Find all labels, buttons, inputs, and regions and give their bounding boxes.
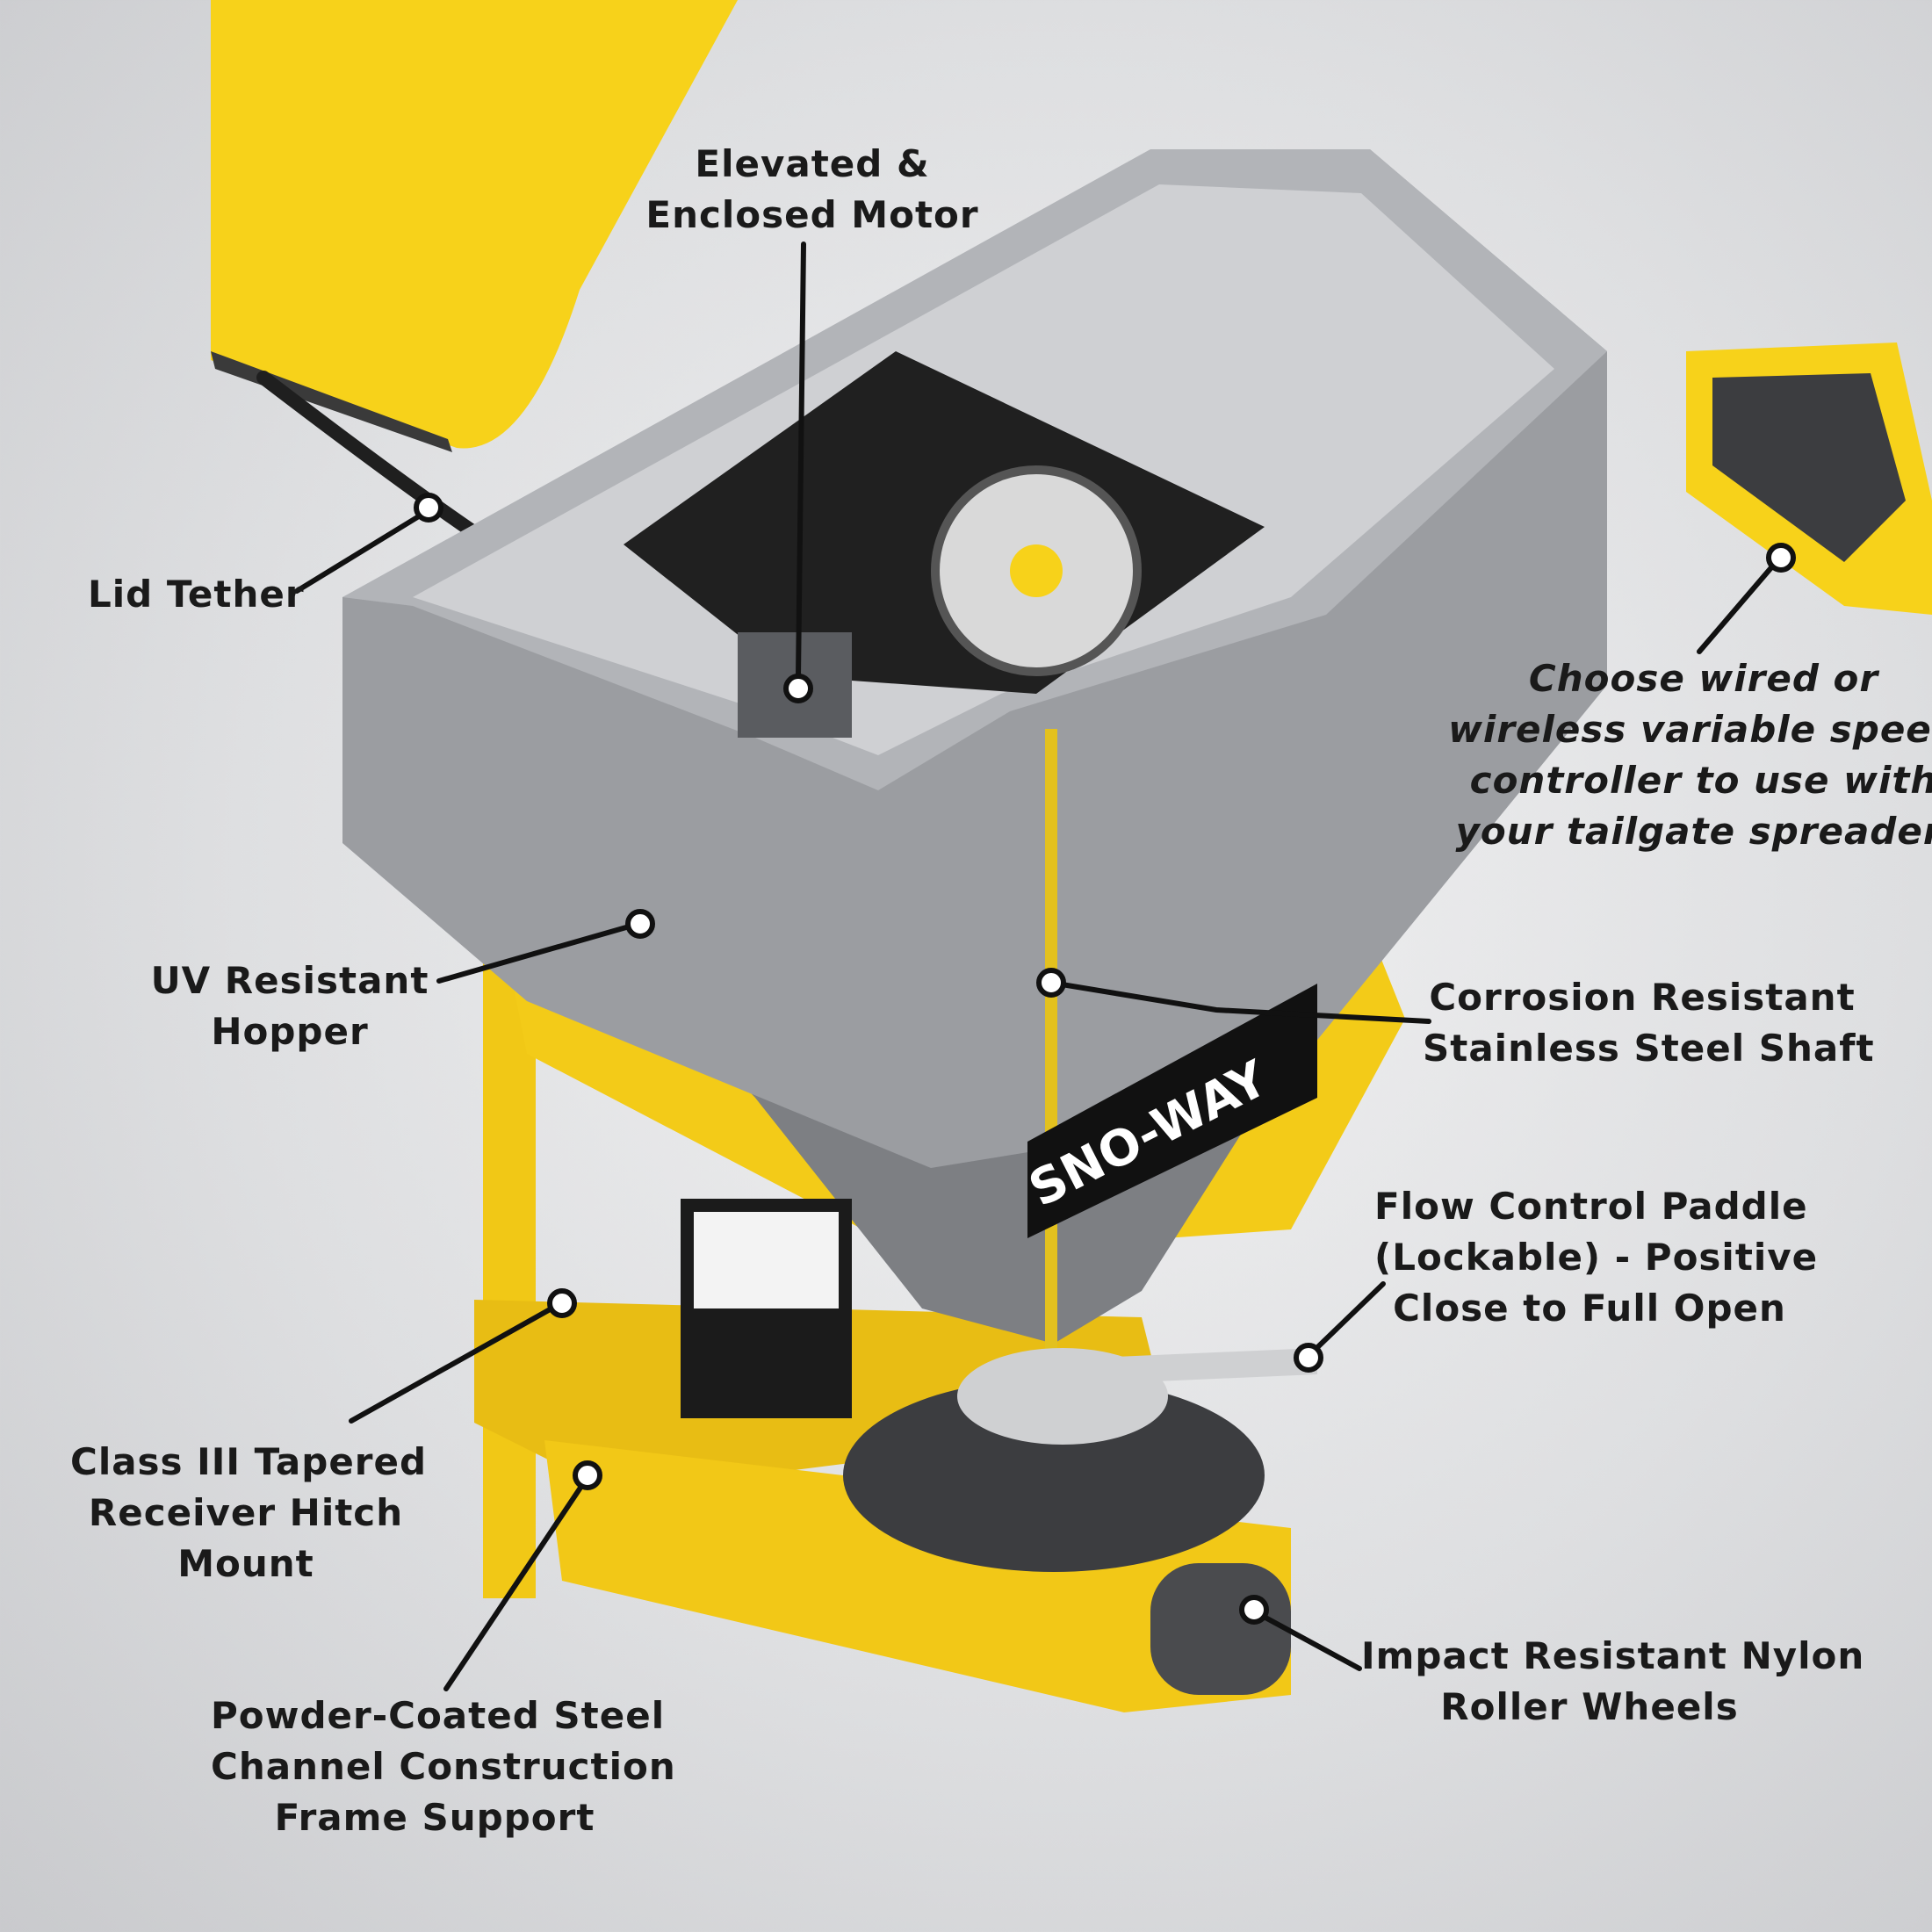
callout-line: wireless variable speed [1440,704,1932,755]
callout-line: Choose wired or [1440,653,1932,704]
callout-line: Receiver Hitch [70,1488,422,1539]
callout-flow-paddle: Flow Control Paddle (Lockable) - Positiv… [1374,1181,1805,1334]
callout-line: Flow Control Paddle [1374,1181,1805,1232]
leader-controller [1699,559,1778,652]
callout-line: Enclosed Motor [641,190,984,241]
marker-lid-tether [416,495,441,520]
callout-elevated-motor: Elevated & Enclosed Motor [641,139,984,241]
spinner-gate [957,1348,1168,1445]
callout-receiver-hitch: Class III Tapered Receiver Hitch Mount [70,1437,422,1590]
callout-line: Hopper [141,1006,439,1057]
callout-line: Elevated & [641,139,984,190]
marker-wheels [1242,1597,1266,1622]
marker-shaft [1039,970,1063,995]
callout-line: Class III Tapered [70,1437,422,1488]
callout-line: controller to use with [1440,755,1932,806]
callout-line: Channel Construction [211,1741,659,1792]
roller-wheel [1150,1563,1291,1695]
marker-controller [1769,545,1793,570]
marker-motor [786,676,811,701]
callout-line: (Lockable) - Positive [1374,1232,1805,1283]
callout-line: Close to Full Open [1374,1283,1805,1334]
marker-hitch [550,1291,574,1316]
marker-hopper [628,912,652,936]
callout-uv-hopper: UV Resistant Hopper [141,955,439,1057]
callout-line: UV Resistant [141,955,439,1006]
callout-roller-wheels: Impact Resistant Nylon Roller Wheels [1361,1631,1818,1733]
callout-lid-tether: Lid Tether [88,569,305,620]
callout-controller: Choose wired or wireless variable speed … [1440,653,1932,857]
callout-line: Mount [70,1539,422,1590]
callout-line: Stainless Steel Shaft [1423,1023,1862,1074]
callout-line: Roller Wheels [1361,1682,1818,1733]
spinner-gear-hub [1010,544,1063,597]
callout-line: Lid Tether [88,569,305,620]
stainless-shaft [1045,729,1057,1405]
marker-frame [575,1463,600,1488]
callout-line: Powder-Coated Steel [211,1690,659,1741]
marker-paddle [1296,1345,1321,1370]
warning-decal-panel [694,1212,839,1308]
callout-line: Frame Support [211,1792,659,1843]
callout-line: Impact Resistant Nylon [1361,1631,1818,1682]
callout-line: Corrosion Resistant [1423,972,1862,1023]
callout-stainless-shaft: Corrosion Resistant Stainless Steel Shaf… [1423,972,1862,1074]
callout-line: your tailgate spreader. [1440,806,1932,857]
callout-frame-support: Powder-Coated Steel Channel Construction… [211,1690,659,1843]
